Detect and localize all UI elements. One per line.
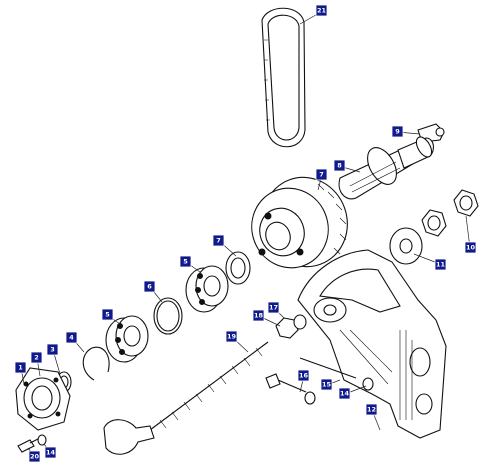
part-label-4: 4 [65, 331, 78, 344]
stud-15 [299, 357, 374, 391]
part-label-14-left: 14 [44, 446, 57, 459]
part-label-14-right: 14 [338, 387, 351, 400]
part-label-3: 3 [46, 343, 59, 356]
part-label-10: 9 [391, 125, 404, 138]
spindle-shaft [338, 136, 435, 200]
part-label-12: 11 [434, 258, 447, 271]
part-label-3-text: 3 [50, 346, 55, 354]
pulley [251, 176, 348, 269]
part-label-15: 15 [320, 378, 333, 391]
circlip-4 [82, 346, 110, 381]
part-label-4-text: 4 [69, 334, 74, 342]
part-label-8-text: 7 [319, 171, 324, 179]
part-label-17-text: 17 [269, 304, 278, 312]
threaded-rod [103, 341, 269, 455]
part-label-19-text: 19 [227, 333, 237, 341]
part-label-15-text: 15 [322, 381, 332, 389]
part-label-5-lower: 5 [101, 308, 114, 321]
part-label-6-text: 6 [147, 283, 152, 291]
drive-belt [261, 7, 306, 148]
part-label-11: 10 [464, 241, 477, 254]
part-label-7-text: 7 [216, 237, 221, 245]
nut-17 [275, 314, 307, 339]
part-label-5-lower-text: 5 [105, 311, 110, 319]
part-label-12-text: 11 [436, 261, 446, 269]
part-label-1-text: 1 [18, 364, 23, 372]
part-label-21-text: 21 [317, 7, 327, 15]
part-label-18: 18 [252, 309, 265, 322]
part-label-10-text: 9 [395, 128, 400, 136]
part-label-5-upper-text: 5 [183, 258, 188, 266]
part-label-9-text: 8 [337, 162, 342, 170]
part-label-19: 19 [225, 330, 238, 343]
small-bolt [17, 434, 47, 453]
bearing-upper [185, 265, 229, 313]
part-label-8: 7 [315, 168, 328, 181]
bolt-16 [265, 373, 307, 393]
washer-12 [389, 227, 423, 265]
part-label-2-text: 2 [34, 354, 39, 362]
part-label-13: 12 [365, 403, 378, 416]
part-label-11-text: 10 [466, 244, 476, 252]
part-label-17: 17 [267, 301, 280, 314]
part-label-16-text: 16 [299, 372, 309, 380]
part-label-14-right-text: 14 [340, 390, 350, 398]
part-label-16: 16 [297, 369, 310, 382]
part-label-13-text: 12 [367, 406, 376, 414]
part-label-6: 6 [143, 280, 156, 293]
seal-ring-7 [225, 251, 251, 285]
washer-14 [304, 391, 316, 405]
part-label-20-text: 20 [30, 453, 40, 461]
bearing-lower [105, 315, 149, 363]
lock-nuts [421, 189, 479, 237]
mounting-bracket [297, 249, 447, 439]
part-label-7: 7 [212, 234, 225, 247]
part-label-5-upper: 5 [179, 255, 192, 268]
part-label-2: 2 [30, 351, 43, 364]
part-label-1: 1 [14, 361, 27, 374]
end-cap [15, 367, 71, 431]
part-label-21: 21 [315, 4, 328, 17]
part-label-20: 20 [28, 450, 41, 463]
part-label-9: 8 [333, 159, 346, 172]
part-label-14-left-text: 14 [46, 449, 56, 457]
spacer-6 [153, 297, 183, 335]
part-label-18-text: 18 [254, 312, 264, 320]
